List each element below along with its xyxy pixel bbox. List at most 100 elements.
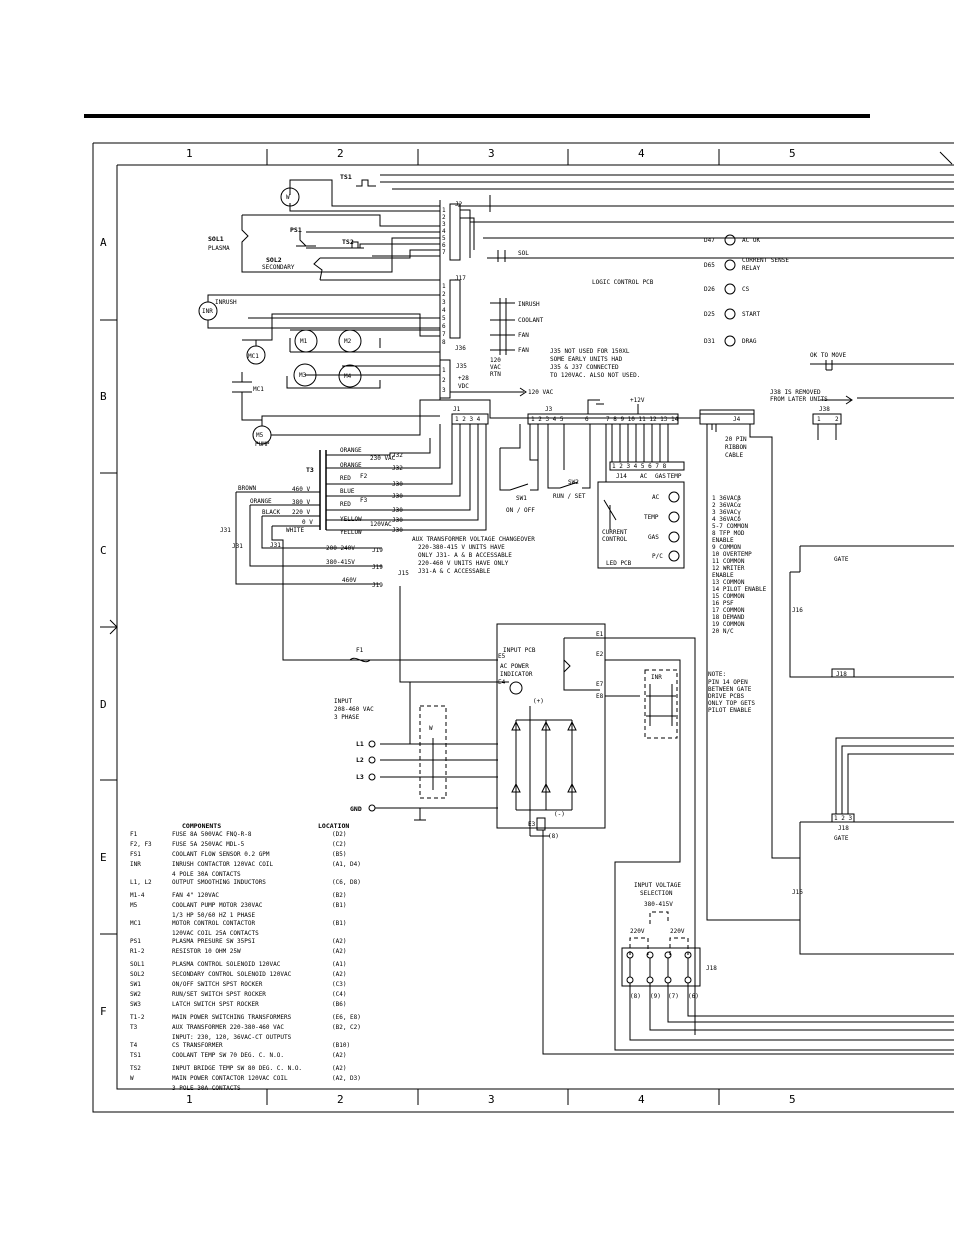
svg-text:J38: J38	[819, 406, 830, 413]
svg-text:2: 2	[442, 214, 446, 221]
component-ref: SW1	[130, 981, 141, 988]
svg-text:RUN / SET: RUN / SET	[553, 493, 586, 500]
svg-text:NOTE:: NOTE:	[708, 671, 726, 678]
svg-text:F3: F3	[360, 497, 368, 504]
led-d65: D65	[704, 262, 715, 269]
row-label-e: E	[100, 851, 107, 864]
note-j35: J35 NOT USED FOR 150XL SOME EARLY UNITS …	[550, 348, 640, 379]
svg-text:J19: J19	[372, 582, 383, 589]
led-d31: D31	[704, 338, 715, 345]
component-desc: SECONDARY CONTROL SOLENOID 120VAC	[172, 971, 292, 978]
component-desc: INPUT: 230, 120, 36VAC-CT OUTPUTS	[172, 1034, 292, 1041]
svg-text:INPUT: INPUT	[334, 698, 352, 705]
component-ref: SOL2	[130, 971, 145, 978]
fan-m2: M2	[338, 329, 362, 353]
component-ref: INR	[130, 861, 141, 868]
logic-leds: D47 AC OK D65 CURRENT SENSE RELAY D26 CS…	[704, 234, 789, 347]
svg-text:7: 7	[442, 331, 446, 338]
ribbon-pin: 5-7 COMMON	[712, 523, 749, 530]
gate-board-top: GATE J16 J18	[789, 545, 954, 678]
component-desc: RUN/SET SWITCH SPST ROCKER	[172, 991, 266, 998]
left-harness	[207, 179, 440, 389]
component-location: (B2, C2)	[332, 1024, 361, 1031]
component-location: (C4)	[332, 991, 346, 998]
svg-text:INPUT PCB: INPUT PCB	[503, 647, 536, 654]
svg-text:1: 1	[442, 367, 446, 374]
ribbon-pin: 10 OVERTEMP	[712, 551, 752, 558]
svg-text:1 2 3 4 5 6 7 8: 1 2 3 4 5 6 7 8	[612, 463, 667, 470]
svg-text:ORANGE: ORANGE	[250, 498, 272, 505]
svg-text:1: 1	[442, 283, 446, 290]
svg-text:J31: J31	[232, 543, 243, 550]
svg-text:P/C: P/C	[652, 553, 663, 560]
svg-text:RTN: RTN	[490, 371, 501, 378]
logic-outputs: SOL INRUSH COOLANT FAN FAN	[490, 250, 544, 355]
component-location: (B2)	[332, 892, 346, 899]
mc1-contact: MC1	[232, 372, 264, 421]
ribbon-pin: ENABLE	[712, 537, 734, 544]
svg-text:460 V: 460 V	[292, 486, 310, 493]
component-location: (A2)	[332, 971, 346, 978]
component-desc: 120VAC COIL 25A CONTACTS	[172, 930, 259, 937]
column-ticks	[266, 149, 953, 1105]
ribbon-pin: 12 WRITER	[712, 565, 745, 572]
svg-text:0 V: 0 V	[302, 519, 313, 526]
svg-text:AUX TRANSFORMER VOLTAGE CHANGE: AUX TRANSFORMER VOLTAGE CHANGEOVER	[412, 536, 535, 543]
solenoid-sol2: SOL2 SECONDARY	[262, 256, 323, 281]
logic-control-pcb: LOGIC CONTROL PCB	[380, 174, 954, 419]
ribbon-pin: 3 36VACγ	[712, 509, 741, 516]
component-ref: TS1	[130, 1052, 141, 1059]
component-desc: MAIN POWER SWITCHING TRANSFORMERS	[172, 1014, 292, 1021]
svg-text:SW2: SW2	[568, 479, 579, 486]
component-desc: 4 POLE 30A CONTACTS	[172, 871, 241, 878]
component-desc: MOTOR CONTROL CONTACTOR	[172, 920, 255, 927]
svg-text:200-240V: 200-240V	[326, 545, 355, 552]
connector-j38: J38	[812, 406, 842, 425]
input-pcb: INPUT PCB AC POWER INDICATOR (+) (-) E1 …	[399, 586, 954, 1055]
component-desc: 1/3 HP 50/60 HZ 1 PHASE	[172, 912, 255, 919]
svg-text:3: 3	[442, 221, 446, 228]
svg-text:1 2 3 4: 1 2 3 4	[455, 416, 481, 423]
svg-text:J31-A & C ACCESSABLE: J31-A & C ACCESSABLE	[418, 568, 491, 575]
svg-text:GAS: GAS	[648, 534, 659, 541]
svg-text:GAS: GAS	[655, 473, 666, 480]
solenoid-sol1: SOL1 PLASMA	[208, 215, 249, 260]
connector-j2: J2	[449, 201, 475, 261]
svg-text:BLUE: BLUE	[340, 488, 355, 495]
svg-text:F2: F2	[360, 473, 368, 480]
svg-text:J30: J30	[392, 527, 403, 534]
svg-text:CURRENT SENSE: CURRENT SENSE	[742, 257, 789, 264]
svg-text:TEMP: TEMP	[644, 514, 659, 521]
col-label-3-bottom: 3	[488, 1093, 495, 1106]
row-label-d: D	[100, 698, 107, 711]
row-ticks	[100, 319, 118, 935]
component-location: (D2)	[332, 831, 346, 838]
svg-text:(8): (8)	[630, 993, 641, 1000]
svg-text:BROWN: BROWN	[238, 485, 256, 492]
ribbon-pin: 4 36VACδ	[712, 516, 741, 523]
led-d47: D47	[704, 237, 715, 244]
col-label-1-top: 1	[186, 147, 193, 160]
svg-text:RED: RED	[340, 475, 351, 482]
note-aux-transformer: AUX TRANSFORMER VOLTAGE CHANGEOVER 220-3…	[412, 536, 535, 575]
col-label-5-bottom: 5	[789, 1093, 796, 1106]
ribbon-pin: 16 PSF	[712, 600, 734, 607]
component-ref: T1-2	[130, 1014, 145, 1021]
svg-text:J4: J4	[733, 416, 741, 423]
switch-sw2: SW2 RUN / SET	[537, 424, 591, 500]
ribbon-pin: 11 COMMON	[712, 558, 745, 565]
svg-text:PS1: PS1	[290, 226, 302, 234]
svg-text:SW1: SW1	[516, 495, 527, 502]
input-phases: INPUT 208-460 VAC 3 PHASE L1 L2 L3 GND	[334, 682, 498, 821]
svg-text:ONLY J31- A & B ACCESSABLE: ONLY J31- A & B ACCESSABLE	[418, 552, 512, 559]
thermal-switch-ts1: TS1	[340, 173, 376, 187]
component-ref: T3	[130, 1024, 138, 1031]
svg-text:220 V: 220 V	[292, 509, 310, 516]
ribbon-pin: 18 DEMAND	[712, 614, 745, 621]
component-ref: L1, L2	[130, 879, 152, 886]
component-location: (A2, D3)	[332, 1075, 361, 1082]
svg-text:TS1: TS1	[340, 173, 352, 181]
svg-text:J35 NOT USED FOR 150XL: J35 NOT USED FOR 150XL	[550, 348, 630, 355]
svg-text:YELLOW: YELLOW	[340, 529, 362, 536]
svg-text:20 PIN: 20 PIN	[725, 436, 747, 443]
